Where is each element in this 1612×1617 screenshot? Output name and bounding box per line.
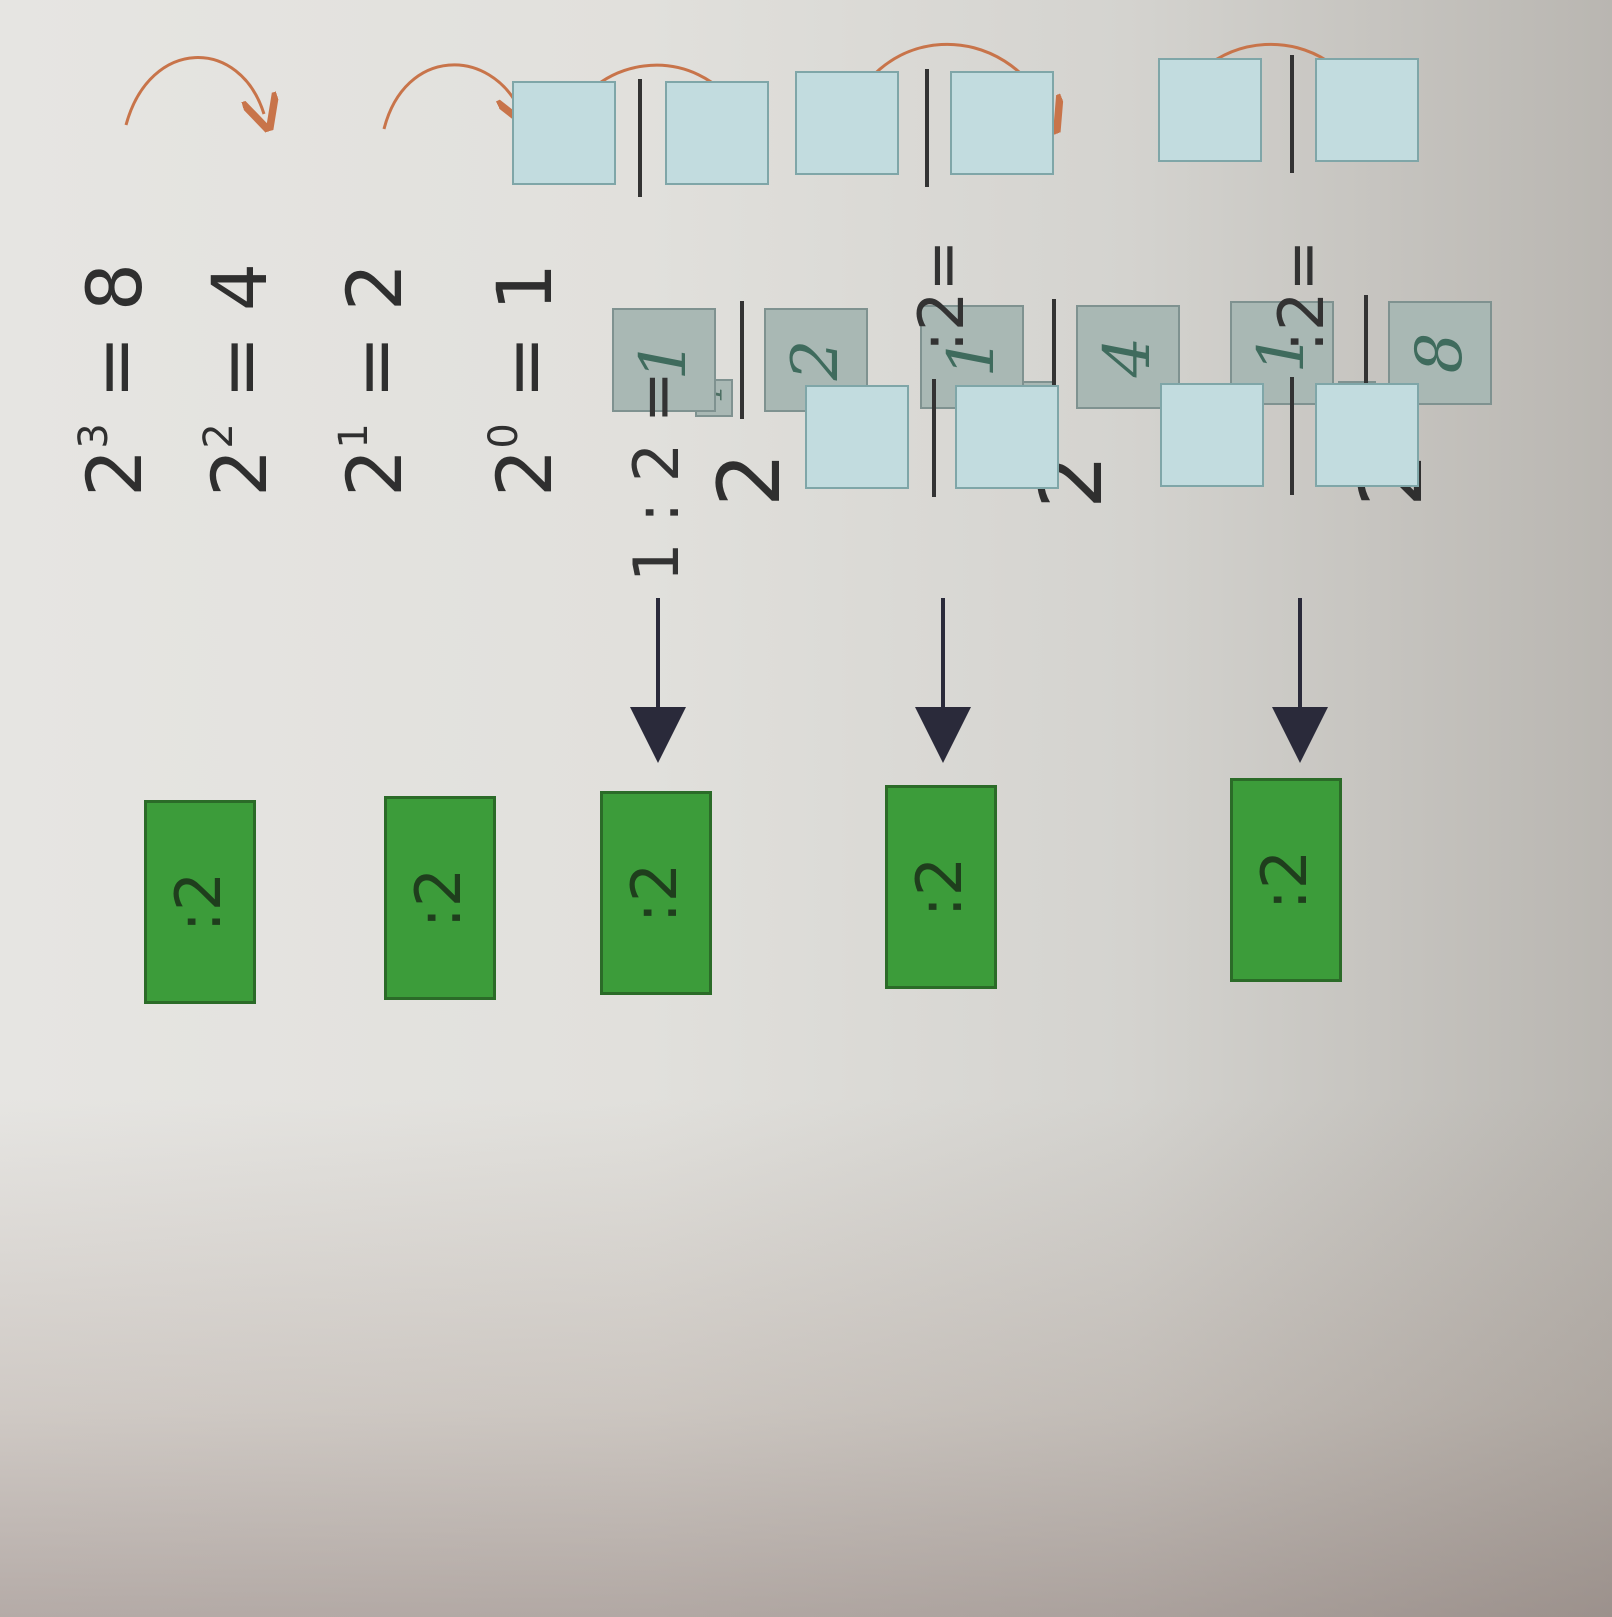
orange-arc-1 [124,56,264,125]
row3-numerator-input[interactable] [1160,383,1264,487]
row2-mid-fraction-bar [932,379,936,497]
row1-answer-numerator[interactable] [512,81,616,185]
row1-fraction-bar [740,301,744,419]
row2-expression: :2= [905,239,978,352]
row3-denominator-input[interactable] [1315,383,1419,487]
equation-2-3: 23 = 8 [70,262,159,497]
row1-answer-denominator[interactable] [665,81,769,185]
photo-shadow [0,1097,1612,1617]
row2-answer-bar [925,69,929,187]
divide-by-two-box-5: :2 [1230,778,1342,982]
divide-by-two-box-4: :2 [885,785,997,989]
row2-answer-denominator[interactable] [950,71,1054,175]
row3-answer-denominator[interactable] [1315,58,1419,162]
row3-expression: :2= [1265,239,1338,352]
divide-by-two-box-2: :2 [384,796,496,1000]
divide-by-two-box-1: :2 [144,800,256,1004]
row3-mid-fraction-bar [1290,377,1294,495]
row2-numerator-input[interactable] [805,385,909,489]
divide-by-two-box-3: :2 [600,791,712,995]
row1-base: 2 [700,452,800,507]
equation-2-1: 21 = 2 [330,262,419,497]
equation-2-2: 22 = 4 [195,262,284,497]
equation-2-0: 20 = 1 [480,262,569,497]
orange-arc-2 [382,63,520,129]
row3-answer-bar [1290,55,1294,173]
row2-answer-numerator[interactable] [795,71,899,175]
row1-answer-bar [638,79,642,197]
row2-denominator-input[interactable] [955,385,1059,489]
row3-answer-numerator[interactable] [1158,58,1262,162]
row1-expression: 1 : 2 = [620,371,693,582]
